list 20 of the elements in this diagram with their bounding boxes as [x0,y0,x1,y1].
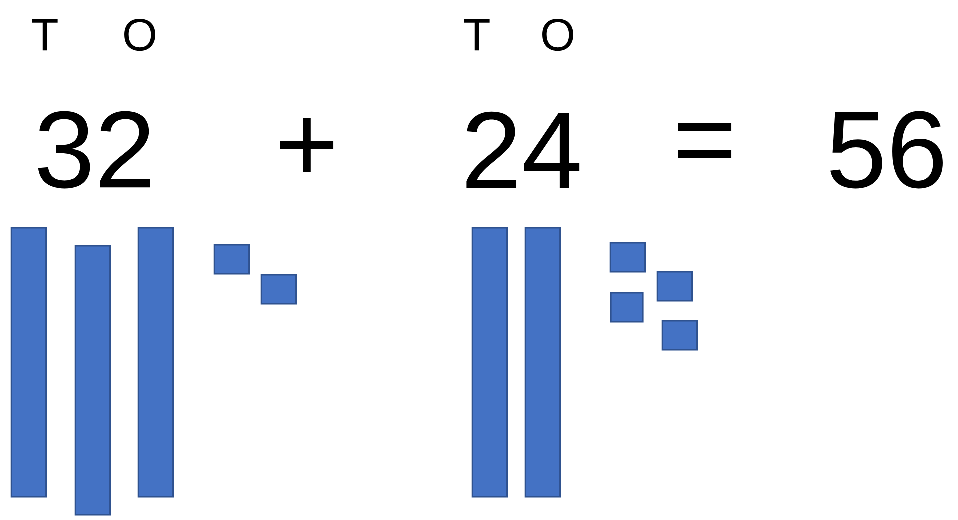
unit-cube [214,244,250,275]
number: 56 [830,111,943,189]
plus-sign: + [280,118,334,172]
column-heading: O [124,18,156,52]
ten-rod [472,227,508,498]
column-heading: T [464,19,490,51]
column-heading: T [32,19,58,51]
ten-rod [10,227,48,498]
ten-rod [524,227,562,498]
ten-rod [74,245,112,516]
unit-cube [610,242,646,273]
unit-cube [656,271,694,302]
unit-cube [260,274,298,305]
column-heading: O [542,18,574,52]
number: 24 [466,112,580,188]
unit-cube [610,292,644,323]
equals-sign: = [678,123,732,158]
number: 32 [38,111,150,189]
unit-cube [662,320,698,351]
ten-rod [138,227,174,498]
